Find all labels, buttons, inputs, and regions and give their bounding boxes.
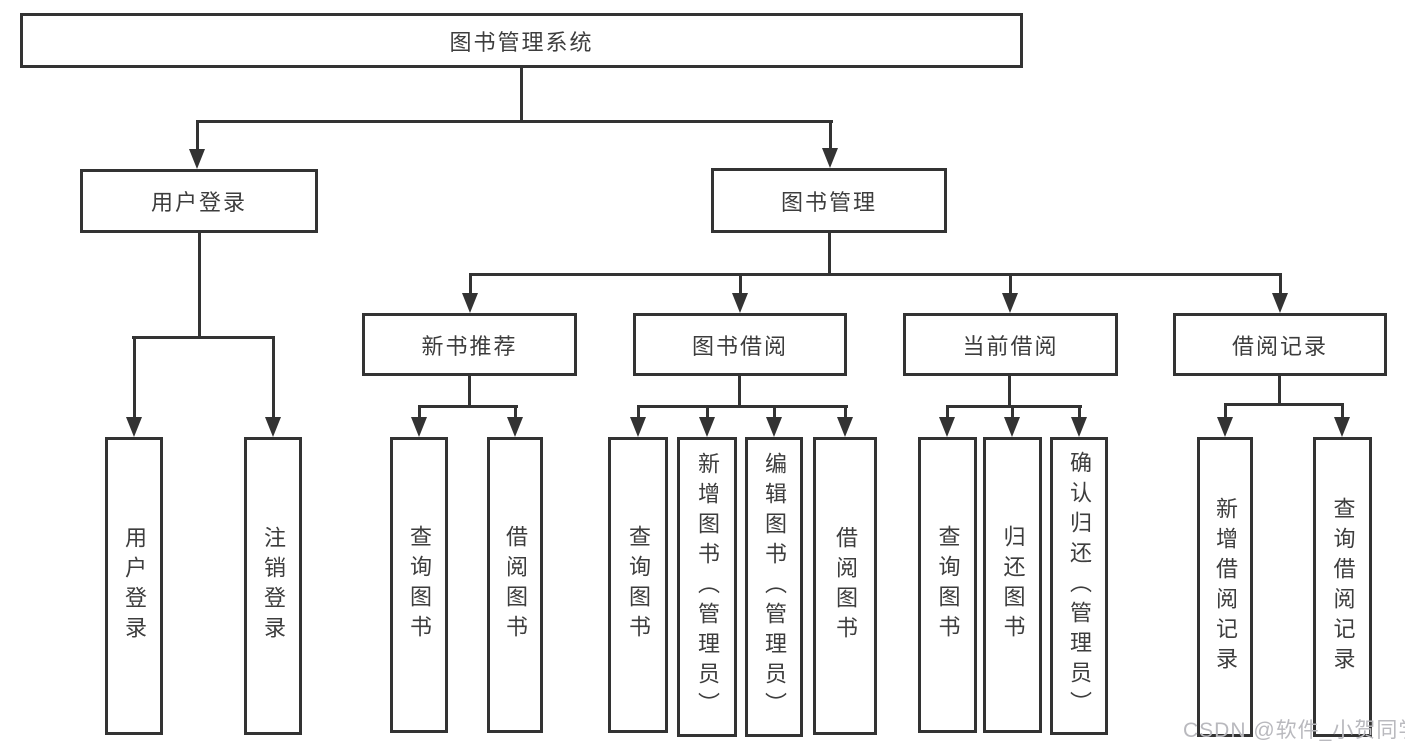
arrow-down-icon xyxy=(1216,403,1234,437)
arrow-down-icon xyxy=(1333,403,1351,437)
arrow-down-icon xyxy=(821,120,839,168)
connector-borrow-stem xyxy=(738,376,741,408)
leaf-query-books-recommend: 查询图书 xyxy=(390,437,448,733)
connector-login-stem xyxy=(198,233,201,339)
connector-borrow-bar xyxy=(637,405,848,408)
arrow-down-icon xyxy=(1070,405,1088,437)
arrow-down-icon xyxy=(264,336,282,437)
arrow-down-icon xyxy=(765,405,783,437)
arrow-down-icon xyxy=(698,405,716,437)
leaf-query-borrow-record: 查询借阅记录 xyxy=(1313,437,1372,737)
leaf-edit-book-admin: 编辑图书（管理员） xyxy=(745,437,803,737)
arrow-down-icon xyxy=(836,405,854,437)
node-library-management-system: 图书管理系统 xyxy=(20,13,1023,68)
node-user-login: 用户登录 xyxy=(80,169,318,233)
node-book-borrow: 图书借阅 xyxy=(633,313,847,376)
arrow-down-icon xyxy=(938,405,956,437)
node-current-borrow: 当前借阅 xyxy=(903,313,1118,376)
leaf-logout: 注销登录 xyxy=(244,437,302,735)
leaf-return-book: 归还图书 xyxy=(983,437,1042,733)
connector-current-stem xyxy=(1008,376,1011,408)
arrow-down-icon xyxy=(731,273,749,313)
leaf-add-book-admin: 新增图书（管理员） xyxy=(677,437,737,737)
arrow-down-icon xyxy=(188,120,206,169)
node-new-book-recommend: 新书推荐 xyxy=(362,313,577,376)
arrow-down-icon xyxy=(461,273,479,313)
leaf-borrow-books: 借阅图书 xyxy=(813,437,877,735)
arrow-down-icon xyxy=(1271,273,1289,313)
leaf-user-login: 用户登录 xyxy=(105,437,163,735)
arrow-down-icon xyxy=(629,405,647,437)
leaf-query-books-borrow: 查询图书 xyxy=(608,437,668,733)
connector-login-bar xyxy=(132,336,275,339)
leaf-borrow-books-recommend: 借阅图书 xyxy=(487,437,543,733)
arrow-down-icon xyxy=(1001,273,1019,313)
connector-records-bar xyxy=(1224,403,1344,406)
leaf-add-borrow-record: 新增借阅记录 xyxy=(1197,437,1253,737)
node-book-management: 图书管理 xyxy=(711,168,947,233)
watermark: CSDN @软件_小贺同学 xyxy=(1183,719,1405,742)
connector-mgmt-bar xyxy=(469,273,1282,276)
arrow-down-icon xyxy=(125,336,143,437)
connector-root-stem xyxy=(520,68,523,120)
connector-root-bar xyxy=(196,120,833,123)
node-borrow-records: 借阅记录 xyxy=(1173,313,1387,376)
arrow-down-icon xyxy=(506,405,524,437)
connector-records-stem xyxy=(1278,376,1281,406)
connector-mgmt-stem xyxy=(828,233,831,276)
leaf-query-books-current: 查询图书 xyxy=(918,437,977,733)
leaf-confirm-return-admin: 确认归还（管理员） xyxy=(1050,437,1108,735)
connector-recommend-stem xyxy=(468,376,471,408)
arrow-down-icon xyxy=(410,405,428,437)
connector-current-bar xyxy=(946,405,1082,408)
connector-recommend-bar xyxy=(418,405,518,408)
arrow-down-icon xyxy=(1003,405,1021,437)
